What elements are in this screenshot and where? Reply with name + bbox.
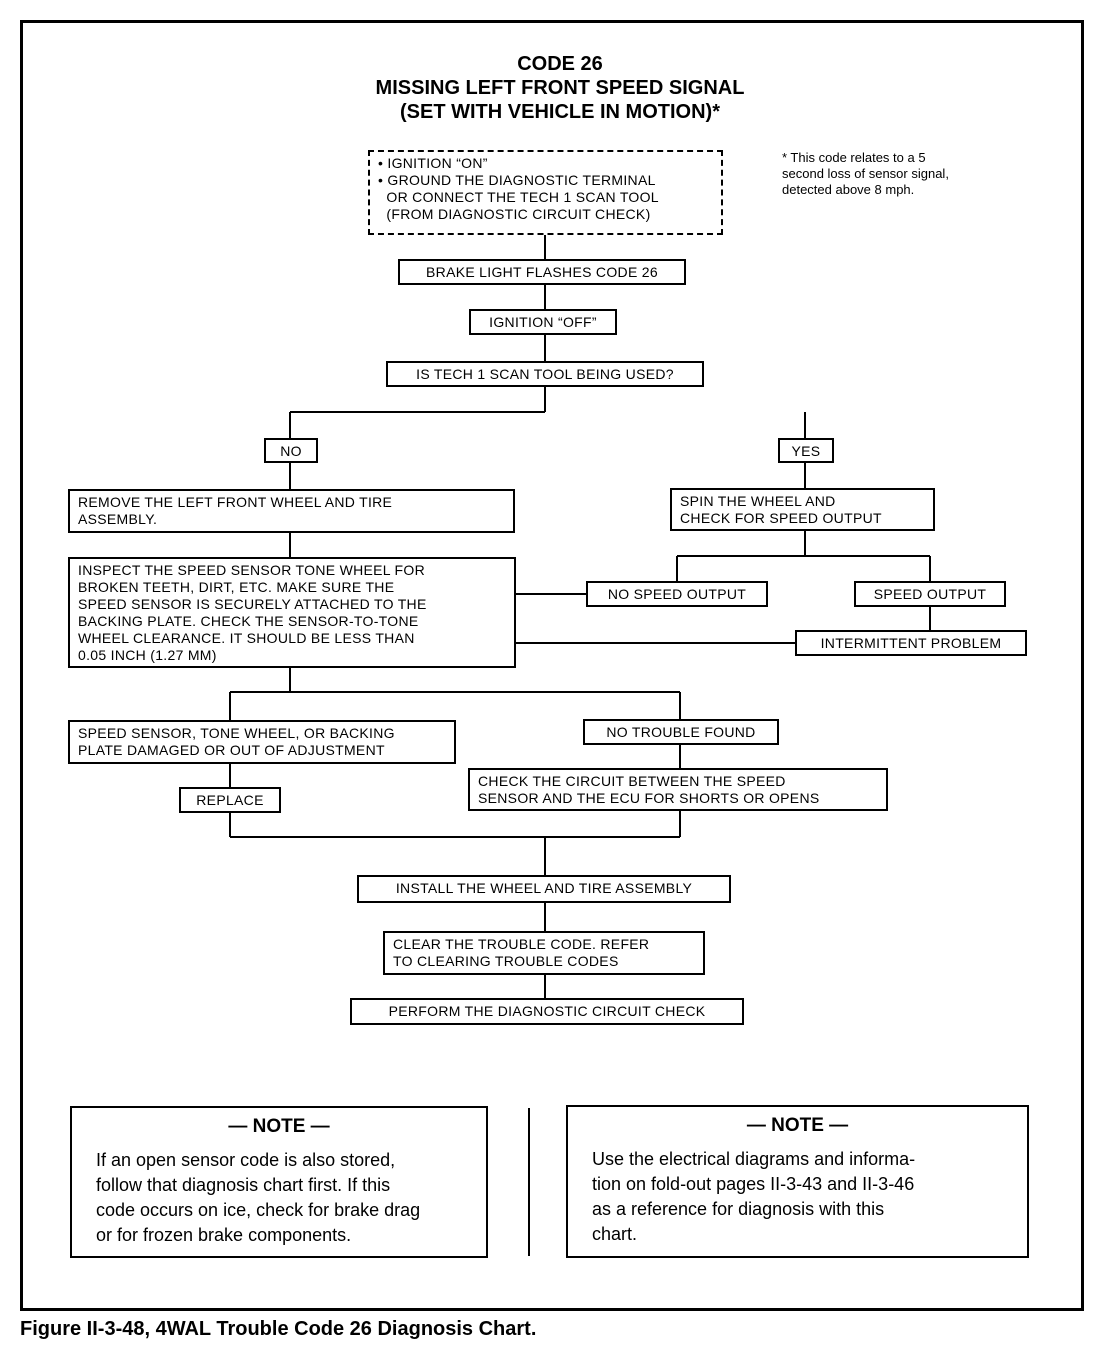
- note-heading: — NOTE —: [746, 1115, 849, 1136]
- inspect-sensor-box: INSPECT THE SPEED SENSOR TONE WHEEL FOR …: [68, 557, 516, 668]
- intermittent-problem-box: INTERMITTENT PROBLEM: [795, 630, 1027, 656]
- remove-wheel-box: REMOVE THE LEFT FRONT WHEEL AND TIRE ASS…: [68, 489, 515, 533]
- chart-title-condition: (SET WITH VEHICLE IN MOTION)*: [400, 101, 720, 123]
- note-body: If an open sensor code is also stored, f…: [96, 1150, 421, 1245]
- replace-box: REPLACE: [179, 787, 281, 813]
- spin-wheel-box: SPIN THE WHEEL AND CHECK FOR SPEED OUTPU…: [670, 488, 935, 531]
- check-circuit-box: CHECK THE CIRCUIT BETWEEN THE SPEED SENS…: [468, 768, 888, 811]
- speed-output-box: SPEED OUTPUT: [854, 581, 1006, 607]
- note-heading: — NOTE —: [228, 1116, 330, 1137]
- note-body: Use the electrical diagrams and informa-…: [592, 1149, 916, 1244]
- start-step-box: • IGNITION “ON” • GROUND THE DIAGNOSTIC …: [368, 150, 723, 235]
- no-trouble-found-box: NO TROUBLE FOUND: [583, 719, 779, 745]
- note-box-left: — NOTE — If an open sensor code is also …: [70, 1106, 488, 1258]
- install-wheel-box: INSTALL THE WHEEL AND TIRE ASSEMBLY: [357, 875, 731, 903]
- ignition-off-box: IGNITION “OFF”: [469, 309, 617, 335]
- chart-title-description: MISSING LEFT FRONT SPEED SIGNAL: [375, 77, 745, 99]
- damaged-box: SPEED SENSOR, TONE WHEEL, OR BACKING PLA…: [68, 720, 456, 764]
- no-speed-output-box: NO SPEED OUTPUT: [586, 581, 768, 607]
- no-branch-label: NO: [264, 438, 318, 463]
- tech1-question-box: IS TECH 1 SCAN TOOL BEING USED?: [386, 361, 704, 387]
- figure-caption: Figure II-3-48, 4WAL Trouble Code 26 Dia…: [20, 1318, 537, 1340]
- chart-title-code: CODE 26: [517, 53, 603, 75]
- footnote: * This code relates to a 5 second loss o…: [782, 150, 949, 197]
- note-box-right: — NOTE — Use the electrical diagrams and…: [566, 1105, 1029, 1258]
- chart-frame: [20, 20, 1084, 1311]
- clear-code-box: CLEAR THE TROUBLE CODE. REFER TO CLEARIN…: [383, 931, 705, 975]
- brake-light-box: BRAKE LIGHT FLASHES CODE 26: [398, 259, 686, 285]
- yes-branch-label: YES: [778, 438, 834, 463]
- perform-check-box: PERFORM THE DIAGNOSTIC CIRCUIT CHECK: [350, 998, 744, 1025]
